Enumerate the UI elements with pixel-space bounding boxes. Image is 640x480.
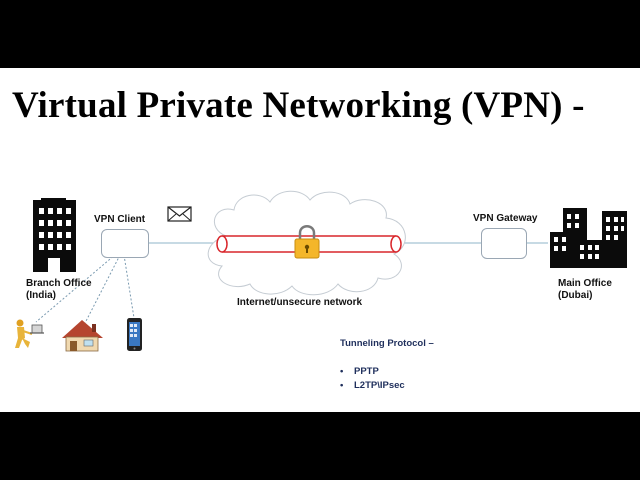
internet-label: Internet/unsecure network bbox=[237, 297, 363, 308]
branch-office-location: (India) bbox=[26, 290, 56, 301]
tunneling-protocol-heading: Tunneling Protocol – bbox=[340, 338, 434, 349]
lock-icon bbox=[294, 225, 320, 259]
main-office-label: Main Office (Dubai) bbox=[558, 278, 612, 302]
vpn-client-label: VPN Client bbox=[94, 214, 146, 225]
house-icon bbox=[62, 320, 103, 352]
building-icon bbox=[33, 198, 76, 272]
slide-title: Virtual Private Networking (VPN) - bbox=[12, 85, 585, 126]
city-buildings-icon bbox=[550, 208, 627, 268]
main-office-name: Main Office bbox=[558, 278, 612, 289]
envelope-icon bbox=[167, 206, 192, 222]
tunnel-pipe bbox=[216, 235, 402, 253]
protocol-item: L2TP\IPsec bbox=[340, 379, 405, 393]
main-office-location: (Dubai) bbox=[558, 290, 593, 301]
remote-links bbox=[35, 253, 135, 326]
slide: Virtual Private Networking (VPN) - bbox=[0, 68, 640, 412]
vpn-gateway-label: VPN Gateway bbox=[473, 213, 538, 224]
tunneling-protocol-list: PPTP L2TP\IPsec bbox=[340, 365, 405, 393]
vpn-gateway-box bbox=[481, 228, 527, 259]
vpn-diagram bbox=[15, 190, 627, 352]
mobile-phone-icon bbox=[127, 318, 142, 351]
branch-office-name: Branch Office bbox=[26, 278, 92, 289]
person-laptop-icon bbox=[15, 319, 44, 348]
vpn-client-box bbox=[101, 229, 149, 258]
protocol-item: PPTP bbox=[340, 365, 405, 379]
branch-office-label: Branch Office (India) bbox=[26, 278, 92, 302]
